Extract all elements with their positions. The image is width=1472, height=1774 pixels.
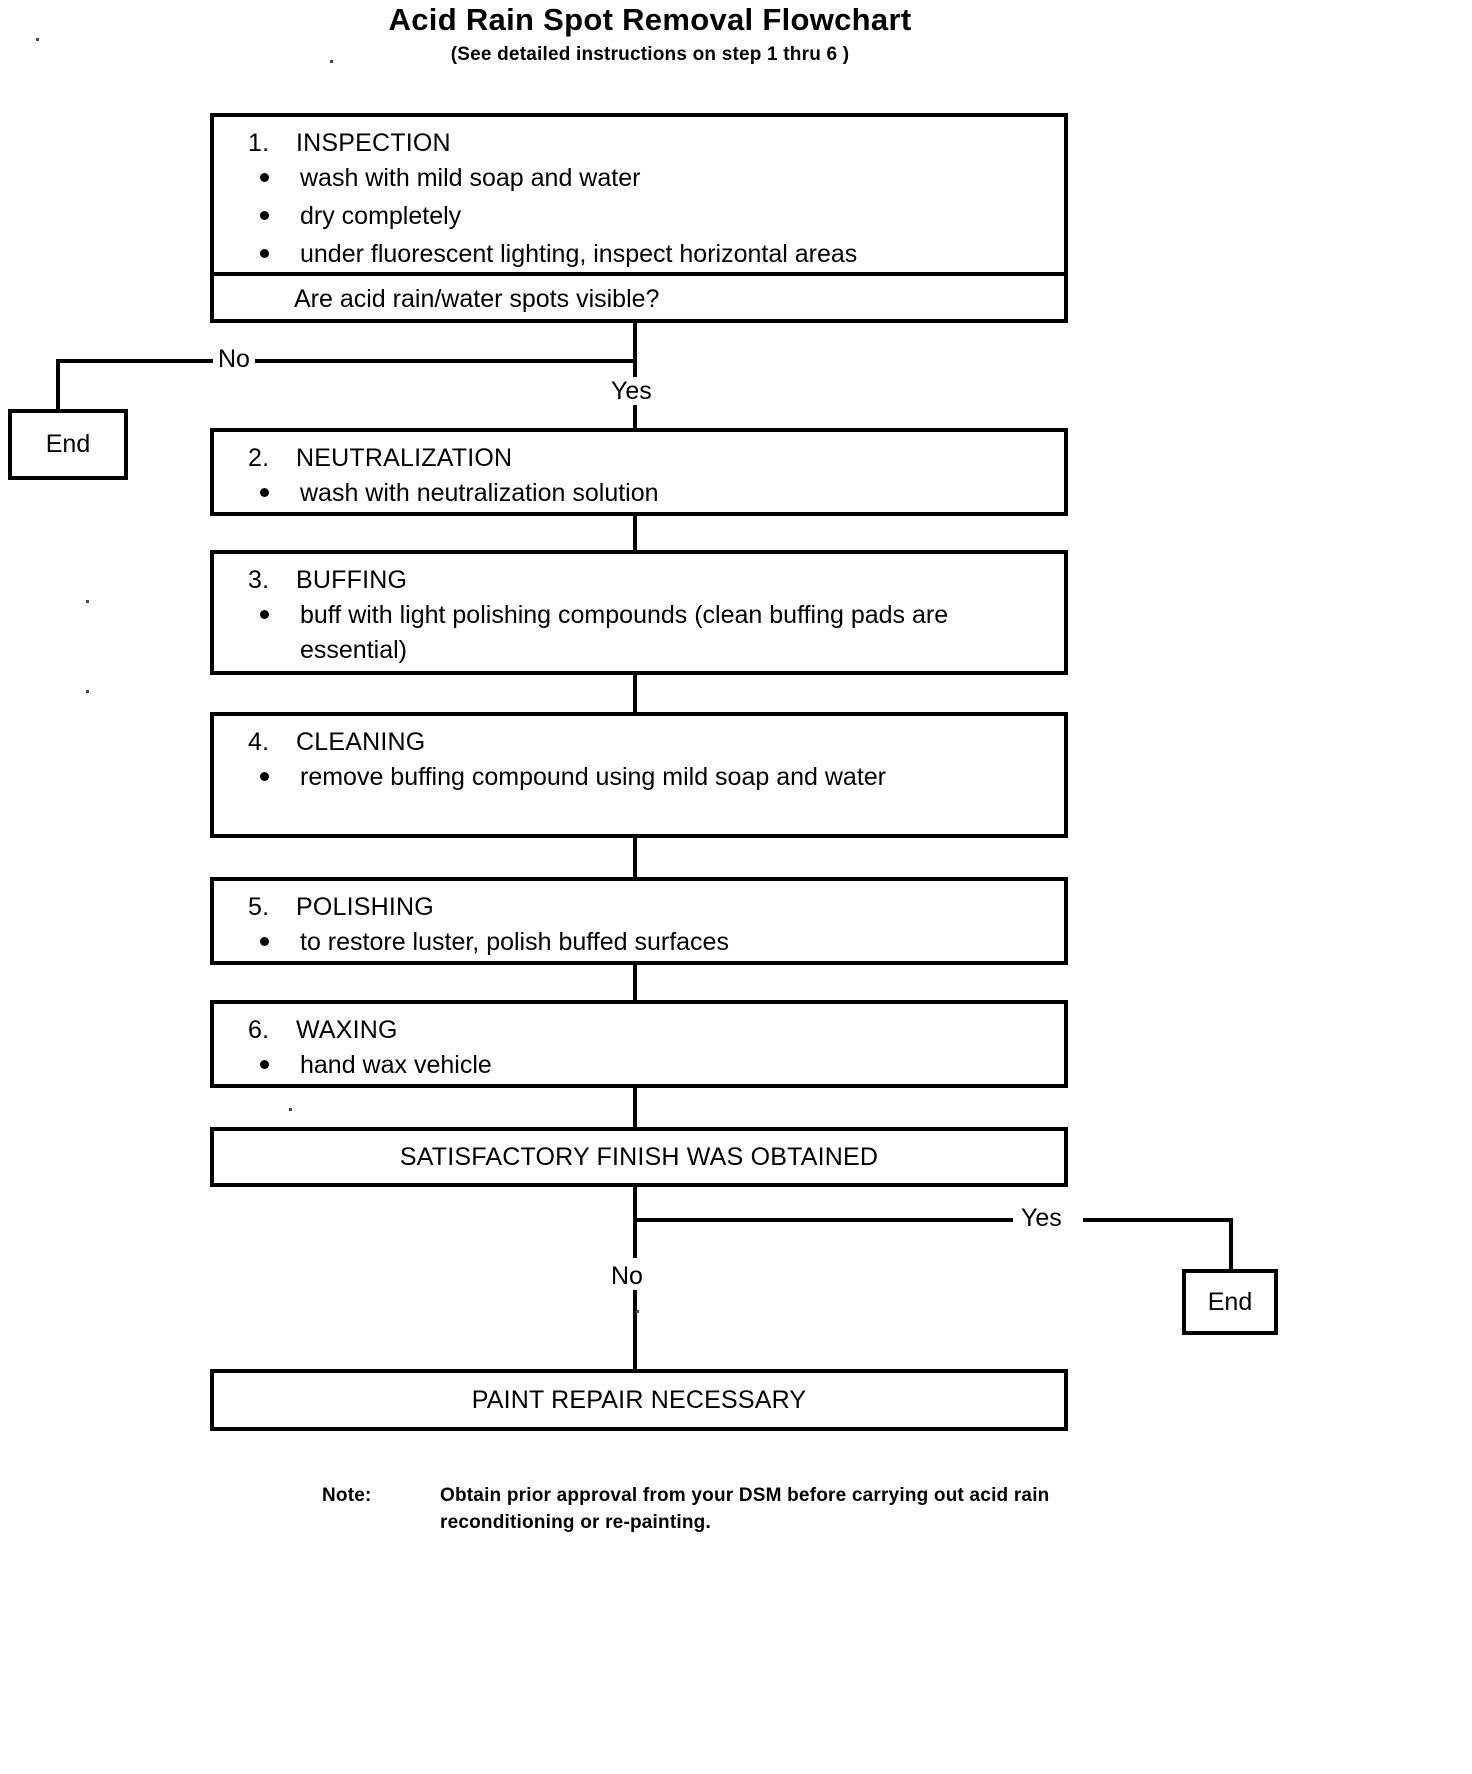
bullet-text: buff with light polishing compounds (cle… xyxy=(300,601,949,664)
connector-3-to-4 xyxy=(633,675,637,713)
scan-speck xyxy=(636,1310,639,1313)
scan-speck xyxy=(86,600,89,603)
step-6-bullets: hand wax vehicle xyxy=(248,1048,1064,1083)
step-4-number: 4. xyxy=(248,728,270,756)
step-1-bullets: wash with mild soap and water dry comple… xyxy=(248,161,1064,272)
connector-finish-yes-horizontal-2 xyxy=(1083,1218,1233,1222)
step-4-name: CLEANING xyxy=(296,728,426,756)
step-3-bullets: buff with light polishing compounds (cle… xyxy=(248,598,1064,668)
bullet-icon xyxy=(260,772,269,781)
page-subtitle: (See detailed instructions on step 1 thr… xyxy=(450,44,850,65)
step-5-number: 5. xyxy=(248,893,270,921)
bullet-text: dry completely xyxy=(300,202,462,230)
decision-question-spots-visible: Are acid rain/water spots visible? xyxy=(294,285,660,313)
step-4-heading: 4. CLEANING xyxy=(248,728,1064,757)
step-box-polishing[interactable]: 5. POLISHING to restore luster, polish bu… xyxy=(210,877,1068,965)
bullet-icon xyxy=(260,488,269,497)
terminal-end-left[interactable]: End xyxy=(8,409,128,480)
terminal-end-right-label: End xyxy=(1207,1287,1253,1316)
note-label: Note: xyxy=(322,1485,372,1506)
step-box-buffing[interactable]: 3. BUFFING buff with light polishing comp… xyxy=(210,550,1068,675)
bullet-text: wash with mild soap and water xyxy=(300,164,641,192)
connector-inspection-stem xyxy=(633,323,637,361)
page-title: Acid Rain Spot Removal Flowchart xyxy=(388,2,912,37)
connector-6-to-outcome xyxy=(633,1088,637,1128)
outcome-box-satisfactory-finish[interactable]: SATISFACTORY FINISH WAS OBTAINED xyxy=(210,1127,1068,1187)
connector-finish-yes-horizontal xyxy=(637,1218,1013,1222)
bullet-text: under fluorescent lighting, inspect hori… xyxy=(300,240,858,268)
scan-speck xyxy=(36,38,39,41)
connector-no-horizontal xyxy=(56,359,637,363)
step-1-divider xyxy=(214,272,1064,276)
step-5-name: POLISHING xyxy=(296,893,434,921)
step-3-heading: 3. BUFFING xyxy=(248,566,1064,595)
list-item: wash with mild soap and water xyxy=(248,161,1064,196)
scan-speck xyxy=(289,1108,292,1111)
step-2-number: 2. xyxy=(248,444,270,472)
branch-label-no-finish: No xyxy=(606,1262,648,1290)
list-item: wash with neutralization solution xyxy=(248,476,1064,511)
step-3-content: 3. BUFFING buff with light polishing comp… xyxy=(214,554,1064,678)
step-3-number: 3. xyxy=(248,566,270,594)
terminal-end-left-label: End xyxy=(45,430,91,458)
list-item: dry completely xyxy=(248,199,1064,234)
list-item: buff with light polishing compounds (cle… xyxy=(248,598,1064,668)
step-5-content: 5. POLISHING to restore luster, polish bu… xyxy=(214,881,1064,970)
connector-no-to-paint-repair xyxy=(633,1290,637,1370)
step-box-inspection[interactable]: 1. INSPECTION wash with mild soap and wat… xyxy=(210,113,1068,323)
repair-box-label: PAINT REPAIR NECESSARY xyxy=(471,1385,807,1414)
step-box-waxing[interactable]: 6. WAXING hand wax vehicle xyxy=(210,1000,1068,1088)
step-3-name: BUFFING xyxy=(296,566,408,594)
step-6-number: 6. xyxy=(248,1016,270,1044)
list-item: under fluorescent lighting, inspect hori… xyxy=(248,237,1064,272)
step-2-content: 2. NEUTRALIZATION wash with neutralizatio… xyxy=(214,432,1064,521)
branch-label-yes-inspection: Yes xyxy=(606,377,657,405)
bullet-icon xyxy=(260,249,269,258)
connector-no-drop xyxy=(56,359,60,412)
step-6-heading: 6. WAXING xyxy=(248,1016,1064,1045)
bullet-icon xyxy=(260,610,269,619)
step-1-number: 1. xyxy=(248,129,270,157)
step-5-bullets: to restore luster, polish buffed surface… xyxy=(248,925,1064,960)
list-item: to restore luster, polish buffed surface… xyxy=(248,925,1064,960)
connector-4-to-5 xyxy=(633,838,637,878)
step-2-heading: 2. NEUTRALIZATION xyxy=(248,444,1064,473)
connector-5-to-6 xyxy=(633,965,637,1001)
step-4-content: 4. CLEANING remove buffing compound using… xyxy=(214,716,1064,805)
step-6-content: 6. WAXING hand wax vehicle xyxy=(214,1004,1064,1093)
repair-box-paint-repair[interactable]: PAINT REPAIR NECESSARY xyxy=(210,1369,1068,1431)
bullet-icon xyxy=(260,173,269,182)
scan-speck xyxy=(86,690,89,693)
connector-outcome-stem xyxy=(633,1187,637,1258)
step-box-neutralization[interactable]: 2. NEUTRALIZATION wash with neutralizatio… xyxy=(210,428,1068,516)
bullet-text: remove buffing compound using mild soap … xyxy=(300,763,886,791)
step-2-bullets: wash with neutralization solution xyxy=(248,476,1064,511)
bullet-text: wash with neutralization solution xyxy=(300,479,659,507)
scan-speck xyxy=(330,60,333,63)
footer-note: Note: Obtain prior approval from your DS… xyxy=(322,1482,1082,1582)
bullet-icon xyxy=(260,937,269,946)
step-6-name: WAXING xyxy=(296,1016,398,1044)
connector-2-to-3 xyxy=(633,516,637,551)
terminal-end-right[interactable]: End xyxy=(1182,1269,1278,1335)
bullet-icon xyxy=(260,211,269,220)
branch-label-no-inspection: No xyxy=(213,345,255,373)
connector-finish-yes-drop xyxy=(1229,1218,1233,1270)
step-5-heading: 5. POLISHING xyxy=(248,893,1064,922)
bullet-icon xyxy=(260,1060,269,1069)
bullet-text: hand wax vehicle xyxy=(300,1051,492,1079)
outcome-box-label: SATISFACTORY FINISH WAS OBTAINED xyxy=(399,1142,879,1171)
step-2-name: NEUTRALIZATION xyxy=(296,444,513,472)
step-4-bullets: remove buffing compound using mild soap … xyxy=(248,760,1064,795)
list-item: hand wax vehicle xyxy=(248,1048,1064,1083)
note-text: Obtain prior approval from your DSM befo… xyxy=(440,1485,1050,1533)
branch-label-yes-finish: Yes xyxy=(1016,1204,1067,1232)
step-box-cleaning[interactable]: 4. CLEANING remove buffing compound using… xyxy=(210,712,1068,838)
step-1-heading: 1. INSPECTION xyxy=(248,129,1064,158)
step-1-content: 1. INSPECTION wash with mild soap and wat… xyxy=(214,117,1064,282)
step-1-name: INSPECTION xyxy=(296,129,451,157)
list-item: remove buffing compound using mild soap … xyxy=(248,760,1064,795)
bullet-text: to restore luster, polish buffed surface… xyxy=(300,928,729,956)
